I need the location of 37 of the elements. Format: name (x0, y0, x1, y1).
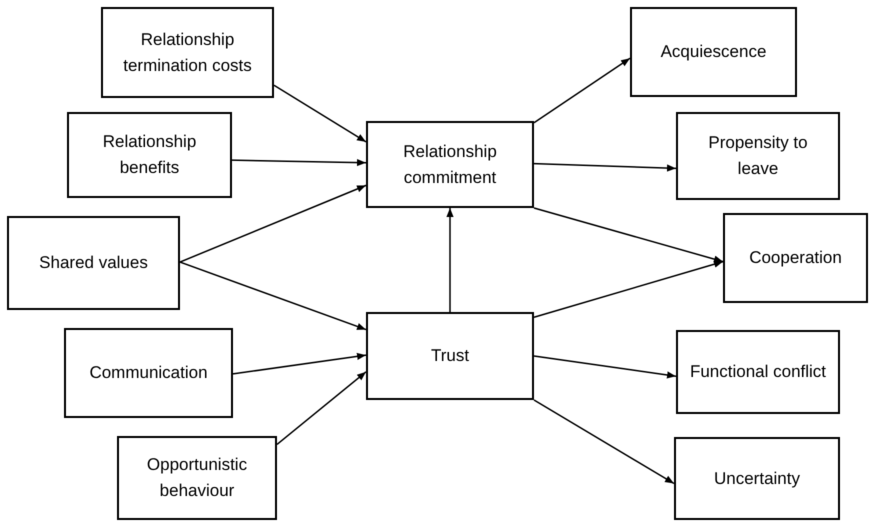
arrow (276, 371, 366, 445)
arrow (232, 352, 366, 375)
arrow (534, 162, 676, 172)
concept-label: Opportunistic behaviour (146, 454, 248, 502)
concept-label: Cooperation (749, 247, 842, 269)
concept-label: Acquiescence (660, 41, 766, 63)
concept-label: Relationship benefits (102, 131, 198, 179)
concept-label: Relationship termination costs (122, 28, 253, 76)
concept-box (366, 312, 534, 400)
concept-box (723, 213, 868, 303)
concept-box (101, 7, 274, 98)
concept-label: Uncertainty (714, 468, 800, 490)
arrow (180, 261, 366, 330)
arrow (446, 208, 454, 312)
concept-box (674, 437, 840, 520)
arrow (534, 355, 676, 378)
arrow (274, 84, 366, 143)
concept-box (7, 216, 180, 310)
concept-label: Shared values (39, 252, 148, 274)
arrow (534, 399, 674, 484)
arrow (534, 58, 630, 124)
concept-box (117, 436, 277, 520)
concept-label: Functional conflict (690, 361, 826, 383)
arrow (534, 260, 724, 318)
concept-box (630, 7, 797, 97)
arrow (232, 158, 366, 166)
concept-box (64, 328, 233, 418)
concept-label: Communication (89, 362, 208, 384)
concept-label: Relationship commitment (402, 140, 498, 188)
concept-label: Propensity to leave (707, 132, 809, 180)
concept-box (676, 330, 840, 414)
arrow (180, 184, 366, 263)
concept-box (676, 112, 840, 200)
concept-box (67, 112, 232, 198)
arrow (534, 207, 724, 263)
concept-box (366, 121, 534, 208)
concept-label: Trust (430, 345, 470, 367)
